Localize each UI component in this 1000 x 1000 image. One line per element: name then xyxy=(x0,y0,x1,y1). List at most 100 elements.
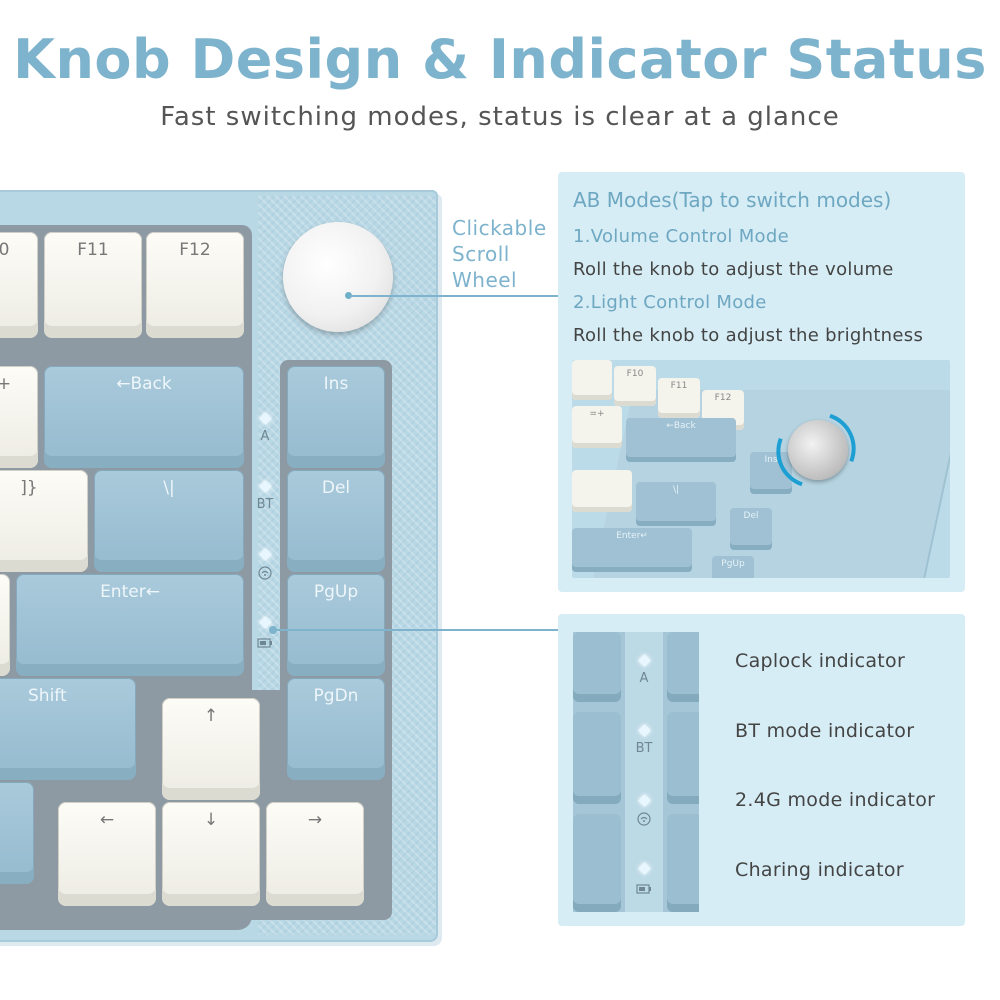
photo-key-ins: Ins xyxy=(750,452,792,494)
indicator-callout-dot xyxy=(269,626,277,634)
key-enter: Enter← xyxy=(16,574,244,676)
photo-charging-indicator xyxy=(629,862,659,898)
photo-key-label: ←Back xyxy=(666,421,696,431)
key-label: ← xyxy=(99,810,115,830)
key-label: ↓ xyxy=(203,810,219,830)
photo-wireless-indicator xyxy=(629,794,659,830)
photo-key xyxy=(667,814,699,912)
photo-knob xyxy=(788,420,848,480)
photo-key-label: F10 xyxy=(626,369,644,379)
key-label: Shift xyxy=(28,686,67,706)
key-backslash: \| xyxy=(94,470,244,572)
key-arrow-down: ↓ xyxy=(162,802,260,906)
key-shift: Shift xyxy=(0,678,136,780)
key-arrow-up: ↑ xyxy=(162,698,260,800)
battery-icon xyxy=(636,884,651,894)
page-subtitle: Fast switching modes, status is clear at… xyxy=(160,102,840,132)
bt-indicator-label: BT mode indicator xyxy=(735,720,915,742)
indicator-light xyxy=(637,724,651,737)
key-plus: + xyxy=(0,366,38,468)
photo-key-pgup: PgUp xyxy=(712,556,754,578)
key-ctrl xyxy=(0,782,34,884)
key-backspace: ←Back xyxy=(44,366,244,468)
mode-2: 2.Light Control Mode xyxy=(573,292,767,313)
photo-key xyxy=(573,814,621,912)
photo-key-backslash: \| xyxy=(636,482,716,526)
scroll-wheel-label: Clickable Scroll Wheel xyxy=(452,215,562,293)
photo-key-label: =+ xyxy=(589,409,605,419)
key-label: F12 xyxy=(179,240,211,260)
key-pgdn: PgDn xyxy=(287,678,385,780)
indicator-callout-line xyxy=(275,629,560,631)
photo-key xyxy=(573,712,621,804)
charging-indicator xyxy=(250,616,280,652)
scroll-label-line: Clickable xyxy=(452,216,547,240)
key-label: PgDn xyxy=(313,686,359,706)
photo-caplock-indicator: A xyxy=(629,654,659,686)
key-label: F11 xyxy=(77,240,109,260)
indicator-light xyxy=(258,548,272,561)
scroll-label-line: Wheel xyxy=(452,268,518,292)
indicator-label-a: A xyxy=(260,429,270,444)
photo-bt-indicator: BT xyxy=(629,724,659,756)
indicator-label-a: A xyxy=(639,671,649,686)
key-ins: Ins xyxy=(287,366,385,468)
modes-title: AB Modes(Tap to switch modes) xyxy=(573,188,892,212)
photo-key-label: F12 xyxy=(714,393,732,403)
key-pgup: PgUp xyxy=(287,574,385,676)
photo-key-label: PgUp xyxy=(721,559,745,569)
key-label: \| xyxy=(163,478,175,498)
key-brace: ]} xyxy=(0,470,88,572)
photo-key-f10: F10 xyxy=(614,366,656,406)
photo-key-label: F11 xyxy=(670,381,688,391)
key-label: Del xyxy=(321,478,351,498)
indicator-light xyxy=(637,862,651,875)
key-quote xyxy=(0,574,10,676)
indicator-label-bt: BT xyxy=(256,497,274,512)
key-del: Del xyxy=(287,470,385,572)
key-label: ←Back xyxy=(116,374,172,394)
key-label: Enter← xyxy=(100,582,160,602)
knob-photo: F10 F11 F12 =+ ←Back Ins \| Del Enter↵ P… xyxy=(572,360,950,578)
scroll-label-line: Scroll xyxy=(452,242,510,266)
key-f10: 0 xyxy=(0,232,38,338)
key-label: PgUp xyxy=(313,582,359,602)
wireless-indicator xyxy=(250,548,280,584)
photo-key-f11: F11 xyxy=(658,378,700,418)
battery-icon xyxy=(257,638,272,648)
key-label: ↑ xyxy=(203,706,219,726)
charging-indicator-label: Charing indicator xyxy=(735,859,904,881)
indicator-light xyxy=(258,412,272,425)
key-label: → xyxy=(307,810,323,830)
photo-key xyxy=(572,470,632,512)
wireless-icon xyxy=(637,812,651,826)
caplock-indicator-label: Caplock indicator xyxy=(735,650,906,672)
photo-key-label: Enter↵ xyxy=(616,531,648,541)
key-arrow-left: ← xyxy=(58,802,156,906)
photo-key-back: ←Back xyxy=(626,418,736,462)
knob-callout-line xyxy=(350,295,560,297)
photo-key-label: \| xyxy=(672,485,680,495)
indicator-light xyxy=(258,480,272,493)
key-label: + xyxy=(0,374,12,394)
photo-key xyxy=(572,360,612,400)
photo-key-del: Del xyxy=(730,508,772,550)
photo-key xyxy=(667,632,699,702)
key-f12: F12 xyxy=(146,232,244,338)
wireless-icon xyxy=(258,566,272,580)
key-label: 0 xyxy=(0,240,10,260)
key-arrow-right: → xyxy=(266,802,364,906)
volume-knob xyxy=(283,222,393,332)
photo-key-label: Ins xyxy=(764,455,778,465)
mode-1-desc: Roll the knob to adjust the volume xyxy=(573,259,894,280)
indicator-photo: A BT xyxy=(573,632,699,912)
g24-indicator-label: 2.4G mode indicator xyxy=(735,789,936,811)
mode-2-desc: Roll the knob to adjust the brightness xyxy=(573,325,924,346)
photo-key xyxy=(667,712,699,804)
photo-key-eq: =+ xyxy=(572,406,622,448)
indicator-label-bt: BT xyxy=(635,741,653,756)
photo-key-label: Del xyxy=(743,511,759,521)
indicator-light xyxy=(637,794,651,807)
bt-indicator: BT xyxy=(250,480,280,512)
mode-1: 1.Volume Control Mode xyxy=(573,226,789,247)
